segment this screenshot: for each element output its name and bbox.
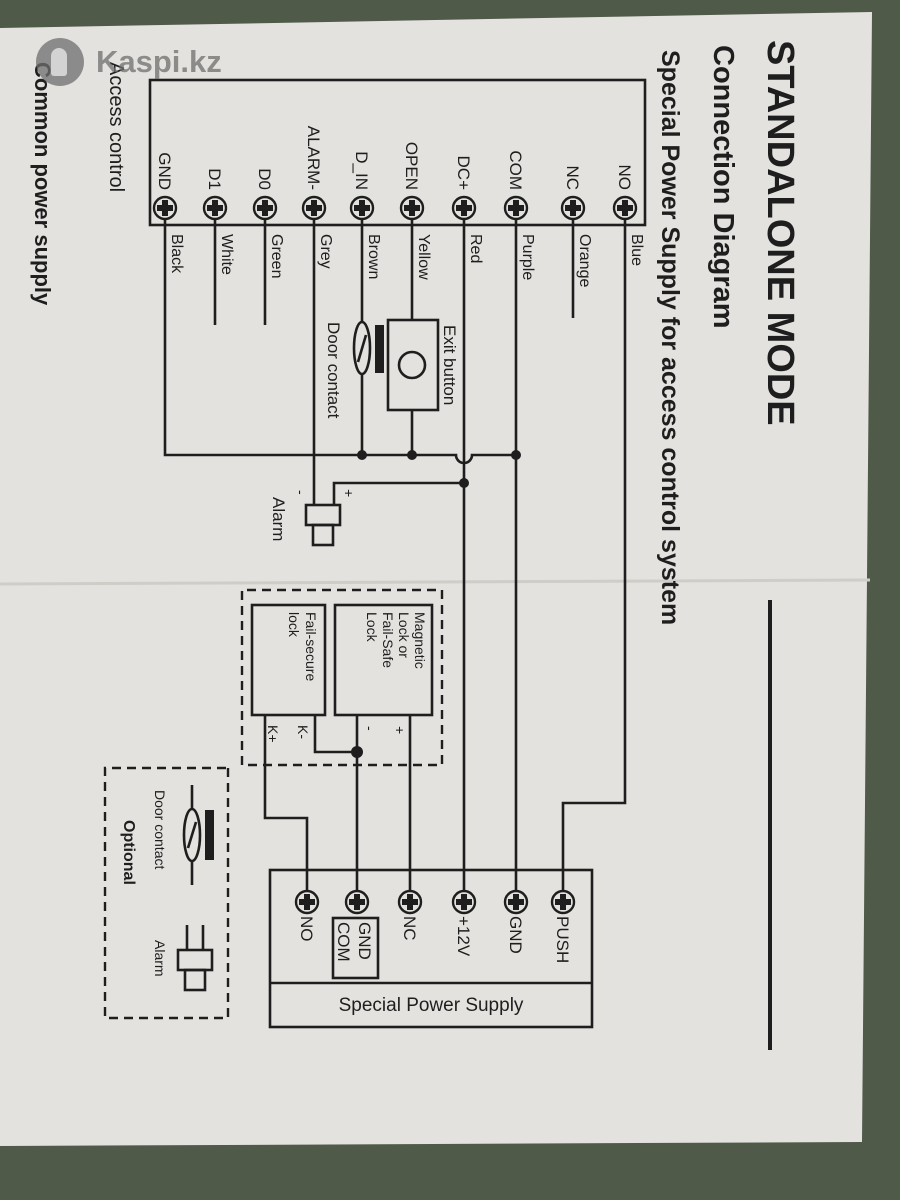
terminal-label: D0 xyxy=(255,168,274,190)
power-terminal-label: NO xyxy=(297,916,316,942)
power-terminal-label: NC xyxy=(400,916,419,941)
controller-terminals: NO Blue NC Orange COM Purple DC+ Red OPEN Yellow D… xyxy=(152,126,645,287)
power-terminal-label: PUSH xyxy=(553,916,572,963)
wire-k-plus-to-no xyxy=(263,715,309,890)
alarm-symbol xyxy=(304,503,342,547)
power-supply-box xyxy=(268,868,594,1029)
alarm-minus-label: - xyxy=(293,490,309,495)
screw-terminal-icon xyxy=(550,889,576,915)
screw-terminal-icon xyxy=(344,889,370,915)
gnd-com-box xyxy=(331,916,380,980)
power-supply-terminals: PUSH GND +12V NC NO xyxy=(294,889,576,963)
alarm-label: Alarm xyxy=(269,497,288,541)
subtitle: Connection Diagram xyxy=(707,45,739,329)
fail-secure-lock-box xyxy=(250,603,327,717)
screw-terminal-icon xyxy=(451,889,477,915)
lock-minus-label: - xyxy=(362,726,378,731)
lock-k-plus-label: K+ xyxy=(265,725,281,743)
terminal-label: D_IN xyxy=(352,151,371,190)
wire-color-label: Brown xyxy=(365,234,382,279)
screw-terminal-icon xyxy=(560,195,586,221)
magnetic-lock-box xyxy=(333,603,434,717)
access-control-caption: Access control xyxy=(105,62,127,192)
wire-color-label: Green xyxy=(268,234,285,278)
gnd-com-label-com: COM xyxy=(334,922,353,962)
screw-terminal-icon xyxy=(612,195,638,221)
wire-color-label: White xyxy=(218,234,235,275)
optional-door-contact-label: Door contact xyxy=(152,790,168,869)
optional-dashed-box xyxy=(103,766,230,1020)
terminal-label: NC xyxy=(563,165,582,190)
paper xyxy=(0,12,872,1146)
optional-alarm-symbol xyxy=(176,925,214,992)
heading: Special Power Supply for access control … xyxy=(656,50,684,625)
magnetic-lock-line: Magnetic xyxy=(412,612,428,669)
junction-dots xyxy=(351,450,521,758)
power-supply-title: Special Power Supply xyxy=(339,995,524,1016)
gnd-com-label-gnd: GND xyxy=(355,922,374,960)
fail-secure-line: lock xyxy=(286,612,302,638)
lock-k-minus-label: K- xyxy=(295,725,311,739)
magnetic-lock-line: Fail-Safe xyxy=(380,612,396,668)
lock-plus-label: + xyxy=(392,726,408,734)
access-controller-box xyxy=(148,78,647,227)
screw-terminal-icon xyxy=(397,889,423,915)
magnetic-lock-line: Lock xyxy=(364,612,380,643)
wire-black-gnd-common xyxy=(163,220,516,465)
terminal-label: COM xyxy=(506,150,525,190)
screw-terminal-icon xyxy=(399,195,425,221)
wire-color-label: Grey xyxy=(317,234,334,269)
title: STANDALONE MODE xyxy=(759,40,801,426)
wire-color-label: Yellow xyxy=(415,234,432,280)
common-power-supply-caption: Common power supply xyxy=(30,62,55,306)
kaspi-logo-icon xyxy=(36,38,84,86)
optional-alarm-label: Alarm xyxy=(152,940,168,977)
screw-terminal-icon xyxy=(152,195,178,221)
terminal-label: DC+ xyxy=(454,156,473,191)
power-terminal-label: +12V xyxy=(454,916,473,957)
exit-button-label: Exit button xyxy=(440,325,459,405)
power-terminal-label: GND xyxy=(506,916,525,954)
wire-color-label: Purple xyxy=(519,234,536,280)
terminal-label: OPEN xyxy=(402,142,421,190)
wire-k-minus xyxy=(313,715,357,754)
wire-alarm-plus xyxy=(332,481,464,505)
screw-terminal-icon xyxy=(349,195,375,221)
exit-button-symbol xyxy=(386,318,440,412)
wire-color-label: Red xyxy=(467,234,484,263)
magnetic-lock-line: Lock or xyxy=(396,612,412,658)
door-contact-label: Door contact xyxy=(324,322,343,419)
terminal-label: NO xyxy=(615,165,634,191)
kaspi-watermark: Kaspi.kz xyxy=(36,38,222,86)
terminal-label: D1 xyxy=(205,168,224,190)
terminal-label: GND xyxy=(155,152,174,190)
wire-color-label: Blue xyxy=(628,234,645,266)
screw-terminal-icon xyxy=(503,195,529,221)
alarm-plus-label: + xyxy=(341,489,357,497)
screw-terminal-icon xyxy=(503,889,529,915)
wire-color-label: Black xyxy=(168,234,185,274)
screw-terminal-icon xyxy=(202,195,228,221)
optional-label: Optional xyxy=(120,820,137,885)
watermark-text: Kaspi.kz xyxy=(96,44,222,79)
paper-fold xyxy=(0,578,871,586)
wire-blue-no-to-push xyxy=(561,220,627,890)
screw-terminal-icon xyxy=(294,889,320,915)
screw-terminal-icon xyxy=(301,195,327,221)
screw-terminal-icon xyxy=(451,195,477,221)
fail-secure-line: Fail-secure xyxy=(303,612,319,681)
door-contact-symbol xyxy=(352,320,384,376)
terminal-label: ALARM- xyxy=(304,126,323,190)
screw-terminal-icon xyxy=(252,195,278,221)
wire-color-label: Orange xyxy=(576,234,593,287)
optional-door-contact-symbol xyxy=(182,785,214,885)
lock-options-dashed-box xyxy=(240,588,444,767)
